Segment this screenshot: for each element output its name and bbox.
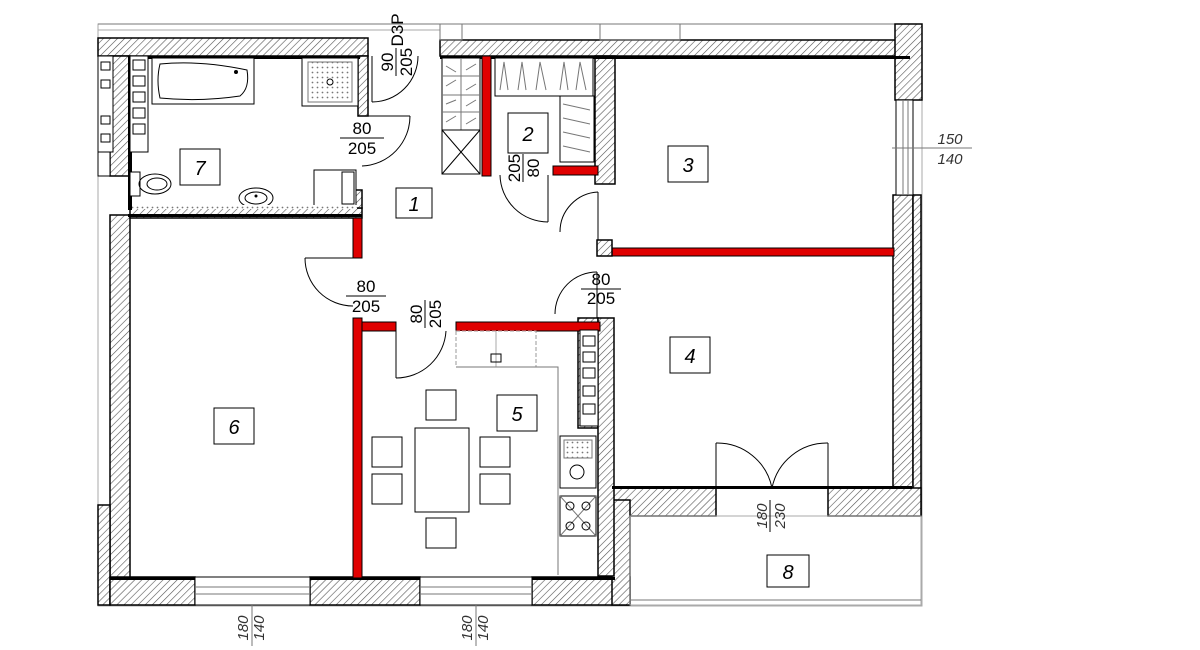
room-label-1: 1 xyxy=(408,194,419,216)
room-label-3: 3 xyxy=(682,155,693,177)
doors xyxy=(304,55,829,489)
door-post xyxy=(596,239,613,257)
dim-room6-width: 80 xyxy=(357,277,376,296)
dim-win6-height: 140 xyxy=(251,615,268,641)
room-label-7: 7 xyxy=(194,158,206,180)
balcony xyxy=(629,515,922,606)
room-label-6: 6 xyxy=(228,417,240,439)
dim-entrance-tag: D3P xyxy=(388,13,407,46)
dim-balcony-width: 180 xyxy=(754,503,771,529)
wardrobe xyxy=(441,57,595,175)
dim-storage-width: 80 xyxy=(524,159,543,178)
bathroom-fixtures xyxy=(97,55,359,209)
dining-table xyxy=(371,389,511,549)
dim-room4-width: 80 xyxy=(592,270,611,289)
windows xyxy=(97,23,914,606)
room-label-8: 8 xyxy=(782,562,793,584)
room-label-5: 5 xyxy=(511,404,523,426)
dim-room4-height: 205 xyxy=(587,289,615,308)
room-label-4: 4 xyxy=(684,346,695,368)
partitions xyxy=(352,55,895,579)
room-label-2: 2 xyxy=(521,124,533,146)
dim-kitchen-width: 80 xyxy=(407,305,426,324)
dim-storage-height: 205 xyxy=(505,154,524,182)
dim-win5-height: 140 xyxy=(475,615,492,641)
dim-room6-height: 205 xyxy=(352,297,380,316)
outer-boundary xyxy=(97,23,923,607)
dim-balcony-height: 230 xyxy=(772,503,789,530)
exterior-walls xyxy=(97,23,923,606)
dim-kitchen-height: 205 xyxy=(426,300,445,328)
dim-win3-height: 140 xyxy=(937,151,963,168)
dim-entrance-height: 205 xyxy=(397,48,416,76)
dimension-labels: 90 205 D3P 80 205 205 80 80 205 80 205 8… xyxy=(235,13,972,646)
room-labels: 1 2 3 4 5 6 7 8 xyxy=(179,112,810,588)
dim-win5-width: 180 xyxy=(459,615,476,641)
dim-win6-width: 180 xyxy=(235,615,252,641)
dim-bath-height: 205 xyxy=(348,139,376,158)
dim-win3-width: 150 xyxy=(937,131,963,148)
dim-bath-width: 80 xyxy=(353,119,372,138)
kitchen-fixtures xyxy=(455,329,599,575)
dim-entrance-width: 90 xyxy=(378,53,397,72)
